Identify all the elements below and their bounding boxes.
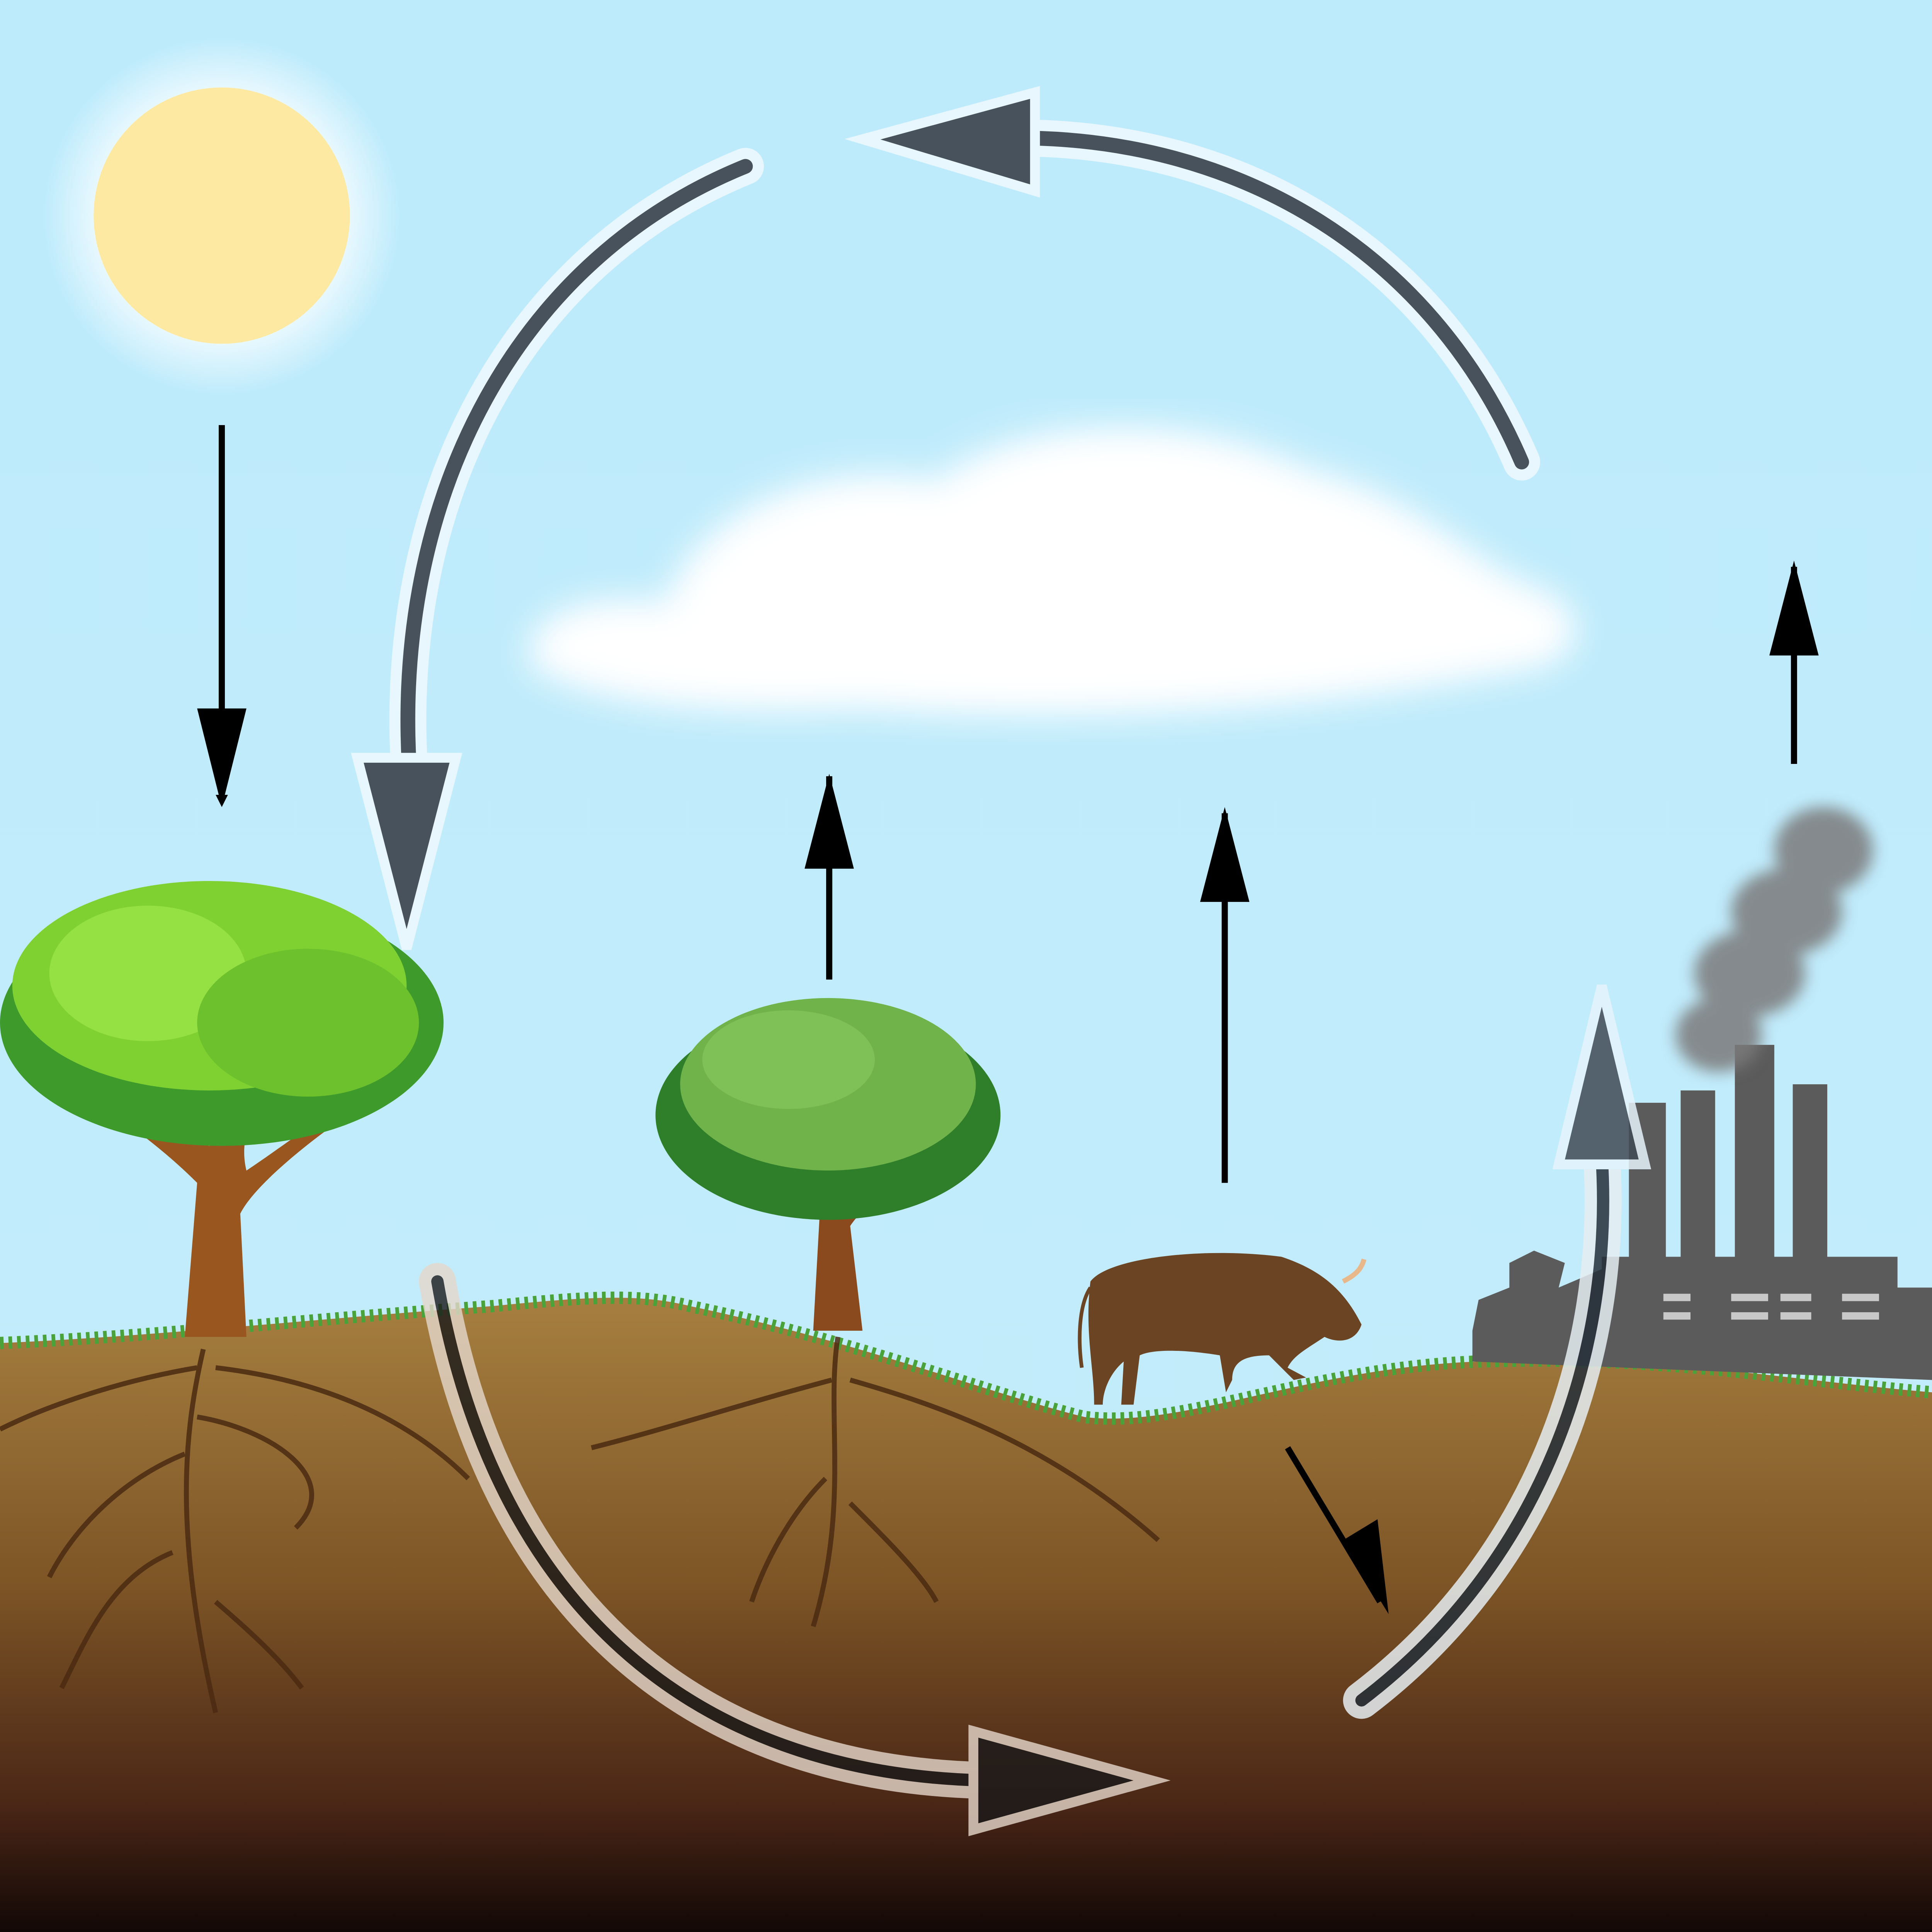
large-tree-icon	[0, 881, 444, 1337]
decomposition-arrow	[1285, 1446, 1383, 1604]
smoke-icon	[1675, 807, 1873, 1072]
cow-icon	[1078, 1253, 1367, 1405]
factory-windows	[1663, 1294, 1879, 1320]
roots	[0, 1336, 1160, 1713]
flow-arrowheads	[197, 560, 1819, 1614]
sun-icon	[43, 37, 401, 395]
cycle-arrow-top	[844, 86, 1540, 481]
cycle-arrows	[351, 86, 1651, 1837]
soil	[0, 1298, 1932, 1932]
cloud-icon	[529, 427, 1576, 715]
cycle-arrow-left	[351, 148, 764, 950]
small-tree-icon	[655, 998, 1001, 1331]
cycle-arrow-bottom	[419, 1263, 1171, 1837]
cycle-arrow-right	[1343, 985, 1651, 1719]
